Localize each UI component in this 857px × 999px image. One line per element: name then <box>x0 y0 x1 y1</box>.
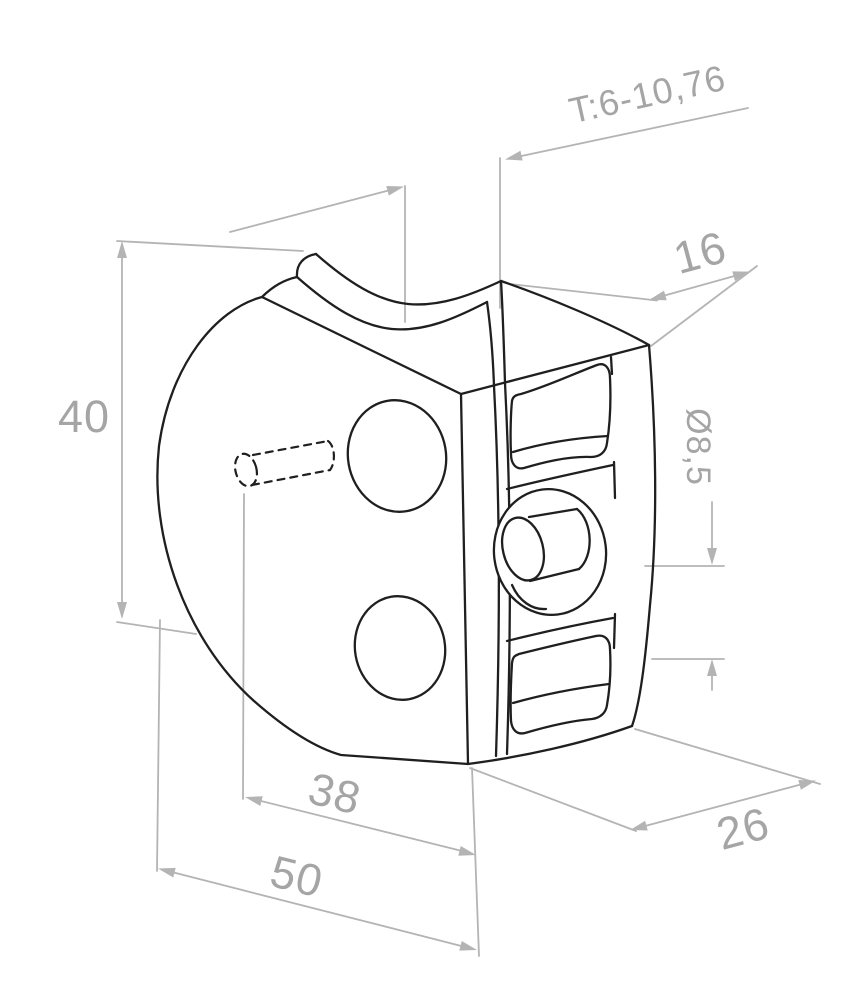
arrowhead-icon <box>647 290 667 305</box>
pin-end-face <box>233 452 259 488</box>
side-face-top-edge <box>459 343 651 396</box>
extension-line <box>116 621 197 635</box>
dim-label-glass-thickness: T:6-10,76 <box>565 57 729 131</box>
saddle-back-rim <box>314 252 503 306</box>
extension-line <box>116 240 304 252</box>
dimension-line <box>248 797 473 855</box>
arrowhead-icon <box>459 940 479 955</box>
dim-label-height: 40 <box>58 391 110 442</box>
extension-line <box>156 619 161 872</box>
side-window-bottom <box>509 634 612 735</box>
extension-line <box>634 728 821 785</box>
tube-saddle <box>295 252 503 331</box>
back-plate-top-edge <box>499 279 651 347</box>
front-hole-top <box>346 399 448 513</box>
right-outer-edge <box>630 343 657 728</box>
bolt-shank-bottom <box>528 567 581 583</box>
dim-label-width: 50 <box>265 845 328 907</box>
pin-top-edge <box>251 439 330 457</box>
front-face-outline <box>156 295 470 766</box>
opening-lower-arc <box>510 583 548 611</box>
dim-label-back-depth: 16 <box>668 221 731 284</box>
flange-edge-segment <box>612 460 617 500</box>
dimension-line <box>651 271 748 300</box>
arrowhead-icon <box>707 659 717 676</box>
pin-far-end <box>326 439 335 472</box>
extension-line <box>469 767 637 832</box>
dimension-width-50: 50 <box>156 619 480 957</box>
side-face-bottom-edge <box>466 724 634 766</box>
dimension-bolt-hole-diameter: Ø8,5 <box>644 408 725 691</box>
arrowhead-icon <box>117 602 127 619</box>
saddle-front-rim <box>295 275 489 331</box>
dimension-line <box>229 187 399 233</box>
dimension-line <box>511 107 749 159</box>
rib-curve-lower <box>505 616 615 643</box>
arrowhead-icon <box>117 241 127 258</box>
rib-curve-upper <box>505 463 615 491</box>
window-top-inner-curve <box>511 434 610 454</box>
window-bottom-outline <box>509 634 612 735</box>
pin-bottom-edge <box>250 468 332 487</box>
dimension-line <box>633 780 813 830</box>
arrowhead-icon <box>156 863 176 878</box>
counterbore-arc <box>575 507 591 571</box>
bolt-opening <box>492 487 608 617</box>
saddle-left-rim <box>295 252 318 279</box>
dimension-line <box>161 868 474 950</box>
bolt-shank-top <box>527 507 579 519</box>
arrowhead-icon <box>503 150 523 165</box>
flange-edge-segment <box>609 355 614 376</box>
arrowhead-icon <box>732 266 752 281</box>
front-hole-bottom <box>353 595 447 701</box>
clamp-body <box>156 252 657 766</box>
dim-label-bolt-hole-diameter: Ø8,5 <box>679 408 717 486</box>
slot-front-top-edge <box>485 300 496 388</box>
dimension-height-40: 40 <box>58 240 304 635</box>
arrowhead-icon <box>628 820 648 835</box>
window-bottom-inner-curve <box>511 682 611 705</box>
slot-back-top-edge <box>499 279 507 385</box>
arrowhead-icon <box>243 792 263 806</box>
dimension-back-depth-16: 16 <box>509 221 758 347</box>
extension-line <box>242 493 245 800</box>
front-top-corner-edge <box>260 275 299 299</box>
arrowhead-icon <box>386 181 406 196</box>
security-pin-hidden <box>233 439 335 488</box>
side-window-top <box>509 363 612 470</box>
extension-line <box>509 283 658 302</box>
dimension-pin-offset-38: 38 <box>242 493 478 860</box>
dim-label-pin-offset: 38 <box>303 762 366 824</box>
window-top-outline <box>509 363 612 470</box>
dimension-glass-thickness: T:6-10,76 <box>229 57 749 323</box>
extension-line <box>650 265 758 347</box>
bolt-opening-outline <box>492 487 608 617</box>
flange-edge-segment <box>612 612 617 650</box>
flange-inner-edge <box>609 355 617 650</box>
dimension-depth-26: 26 <box>469 728 821 860</box>
arrowhead-icon <box>707 548 717 565</box>
extension-line <box>471 767 480 957</box>
